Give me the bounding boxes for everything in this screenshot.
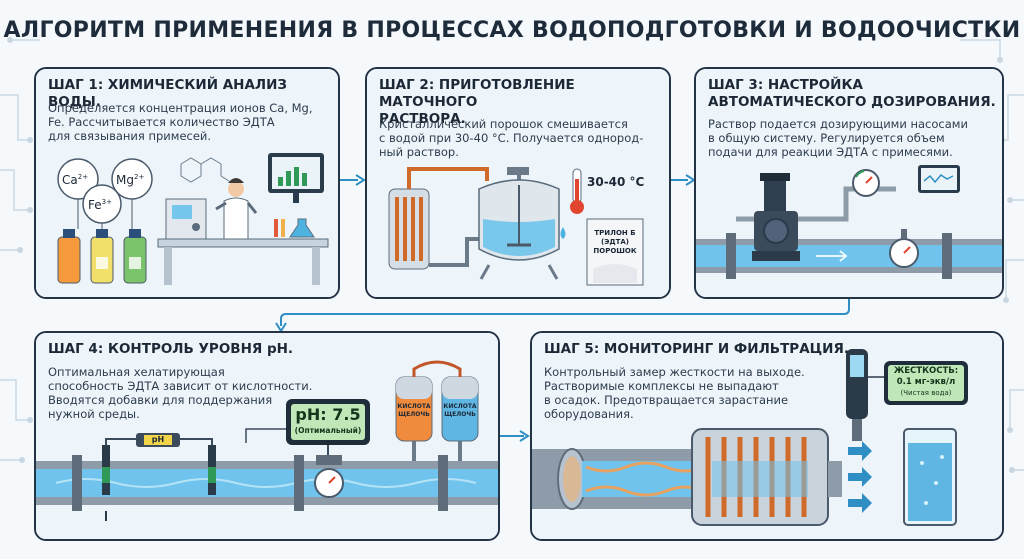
step-3-panel: ШАГ 3: НАСТРОЙКА АВТОМАТИЧЕСКОГО ДОЗИРОВ…: [694, 67, 1004, 299]
step-4-panel: ШАГ 4: КОНТРОЛЬ УРОВНЯ pH. Оптимальная х…: [34, 331, 500, 541]
temperature-label: 30-40 °С: [587, 175, 645, 189]
dosing-pump-illustration: [696, 69, 1002, 297]
filtration-monitoring-illustration: [532, 333, 1002, 539]
ph-sensor-label: pH: [151, 435, 165, 444]
arrow-step3-to-step4: [275, 295, 850, 333]
step-2-text: Кристаллический порошок смешивается с во…: [379, 117, 644, 159]
step-5-text: Контрольный замер жесткости на выходе. Р…: [544, 365, 805, 421]
step-1-text: Определяется концентрация ионов Ca, Mg, …: [48, 101, 313, 143]
step-4-heading: ШАГ 4: КОНТРОЛЬ УРОВНЯ pH.: [48, 341, 294, 357]
ion-fe: Fe3+: [88, 198, 112, 212]
step-3-heading: ШАГ 3: НАСТРОЙКА АВТОМАТИЧЕСКОГО ДОЗИРОВ…: [708, 77, 996, 110]
lab-analysis-illustration: [36, 69, 338, 297]
ph-display-status: (Оптимальный): [294, 426, 362, 435]
step-1-heading: ШАГ 1: ХИМИЧЕСКИЙ АНАЛИЗ ВОДЫ.: [48, 77, 288, 110]
arrow-step1-to-step2: [337, 174, 366, 186]
step-3-text: Раствор подается дозирующими насосами в …: [708, 117, 968, 159]
step-1-panel: ШАГ 1: ХИМИЧЕСКИЙ АНАЛИЗ ВОДЫ. Определяе…: [34, 67, 340, 299]
powder-bag-label: ТРИЛОН Б (ЭДТА) ПОРОШОК: [593, 229, 637, 255]
mixing-reactor-illustration: [367, 69, 669, 297]
hardness-note: (Чистая вода): [900, 389, 952, 397]
arrow-step4-to-step5: [498, 430, 530, 442]
step-2-panel: ШАГ 2: ПРИГОТОВЛЕНИЕ МАТОЧНОГО РАСТВОРА.…: [365, 67, 671, 299]
ion-ca: Ca2+: [62, 173, 89, 187]
step-5-heading: ШАГ 5: МОНИТОРИНГ И ФИЛЬТРАЦИЯ.: [544, 341, 849, 357]
hardness-title: ЖЕСТКОСТЬ:: [893, 366, 959, 376]
acid-tank-label: КИСЛОТА ЩЕЛОЧЬ: [397, 403, 431, 418]
page-title: АЛГОРИТМ ПРИМЕНЕНИЯ В ПРОЦЕССАХ ВОДОПОДГ…: [3, 18, 1021, 43]
ph-control-illustration: [36, 333, 498, 539]
alkali-tank-label: КИСЛОТА ЩЕЛОЧЬ: [443, 403, 477, 418]
ion-mg: Mg2+: [116, 173, 145, 187]
ph-display-value: pH: 7.5: [295, 405, 361, 424]
step-4-text: Оптимальная хелатирующая способность ЭДТ…: [48, 365, 313, 421]
hardness-value: 0.1 мг-экв/л: [896, 377, 956, 387]
hardness-display: ЖЕСТКОСТЬ: 0.1 мг-экв/л (Чистая вода): [888, 366, 964, 399]
step-2-heading: ШАГ 2: ПРИГОТОВЛЕНИЕ МАТОЧНОГО РАСТВОРА.: [379, 77, 575, 127]
step-5-panel: ШАГ 5: МОНИТОРИНГ И ФИЛЬТРАЦИЯ. Контроль…: [530, 331, 1004, 541]
